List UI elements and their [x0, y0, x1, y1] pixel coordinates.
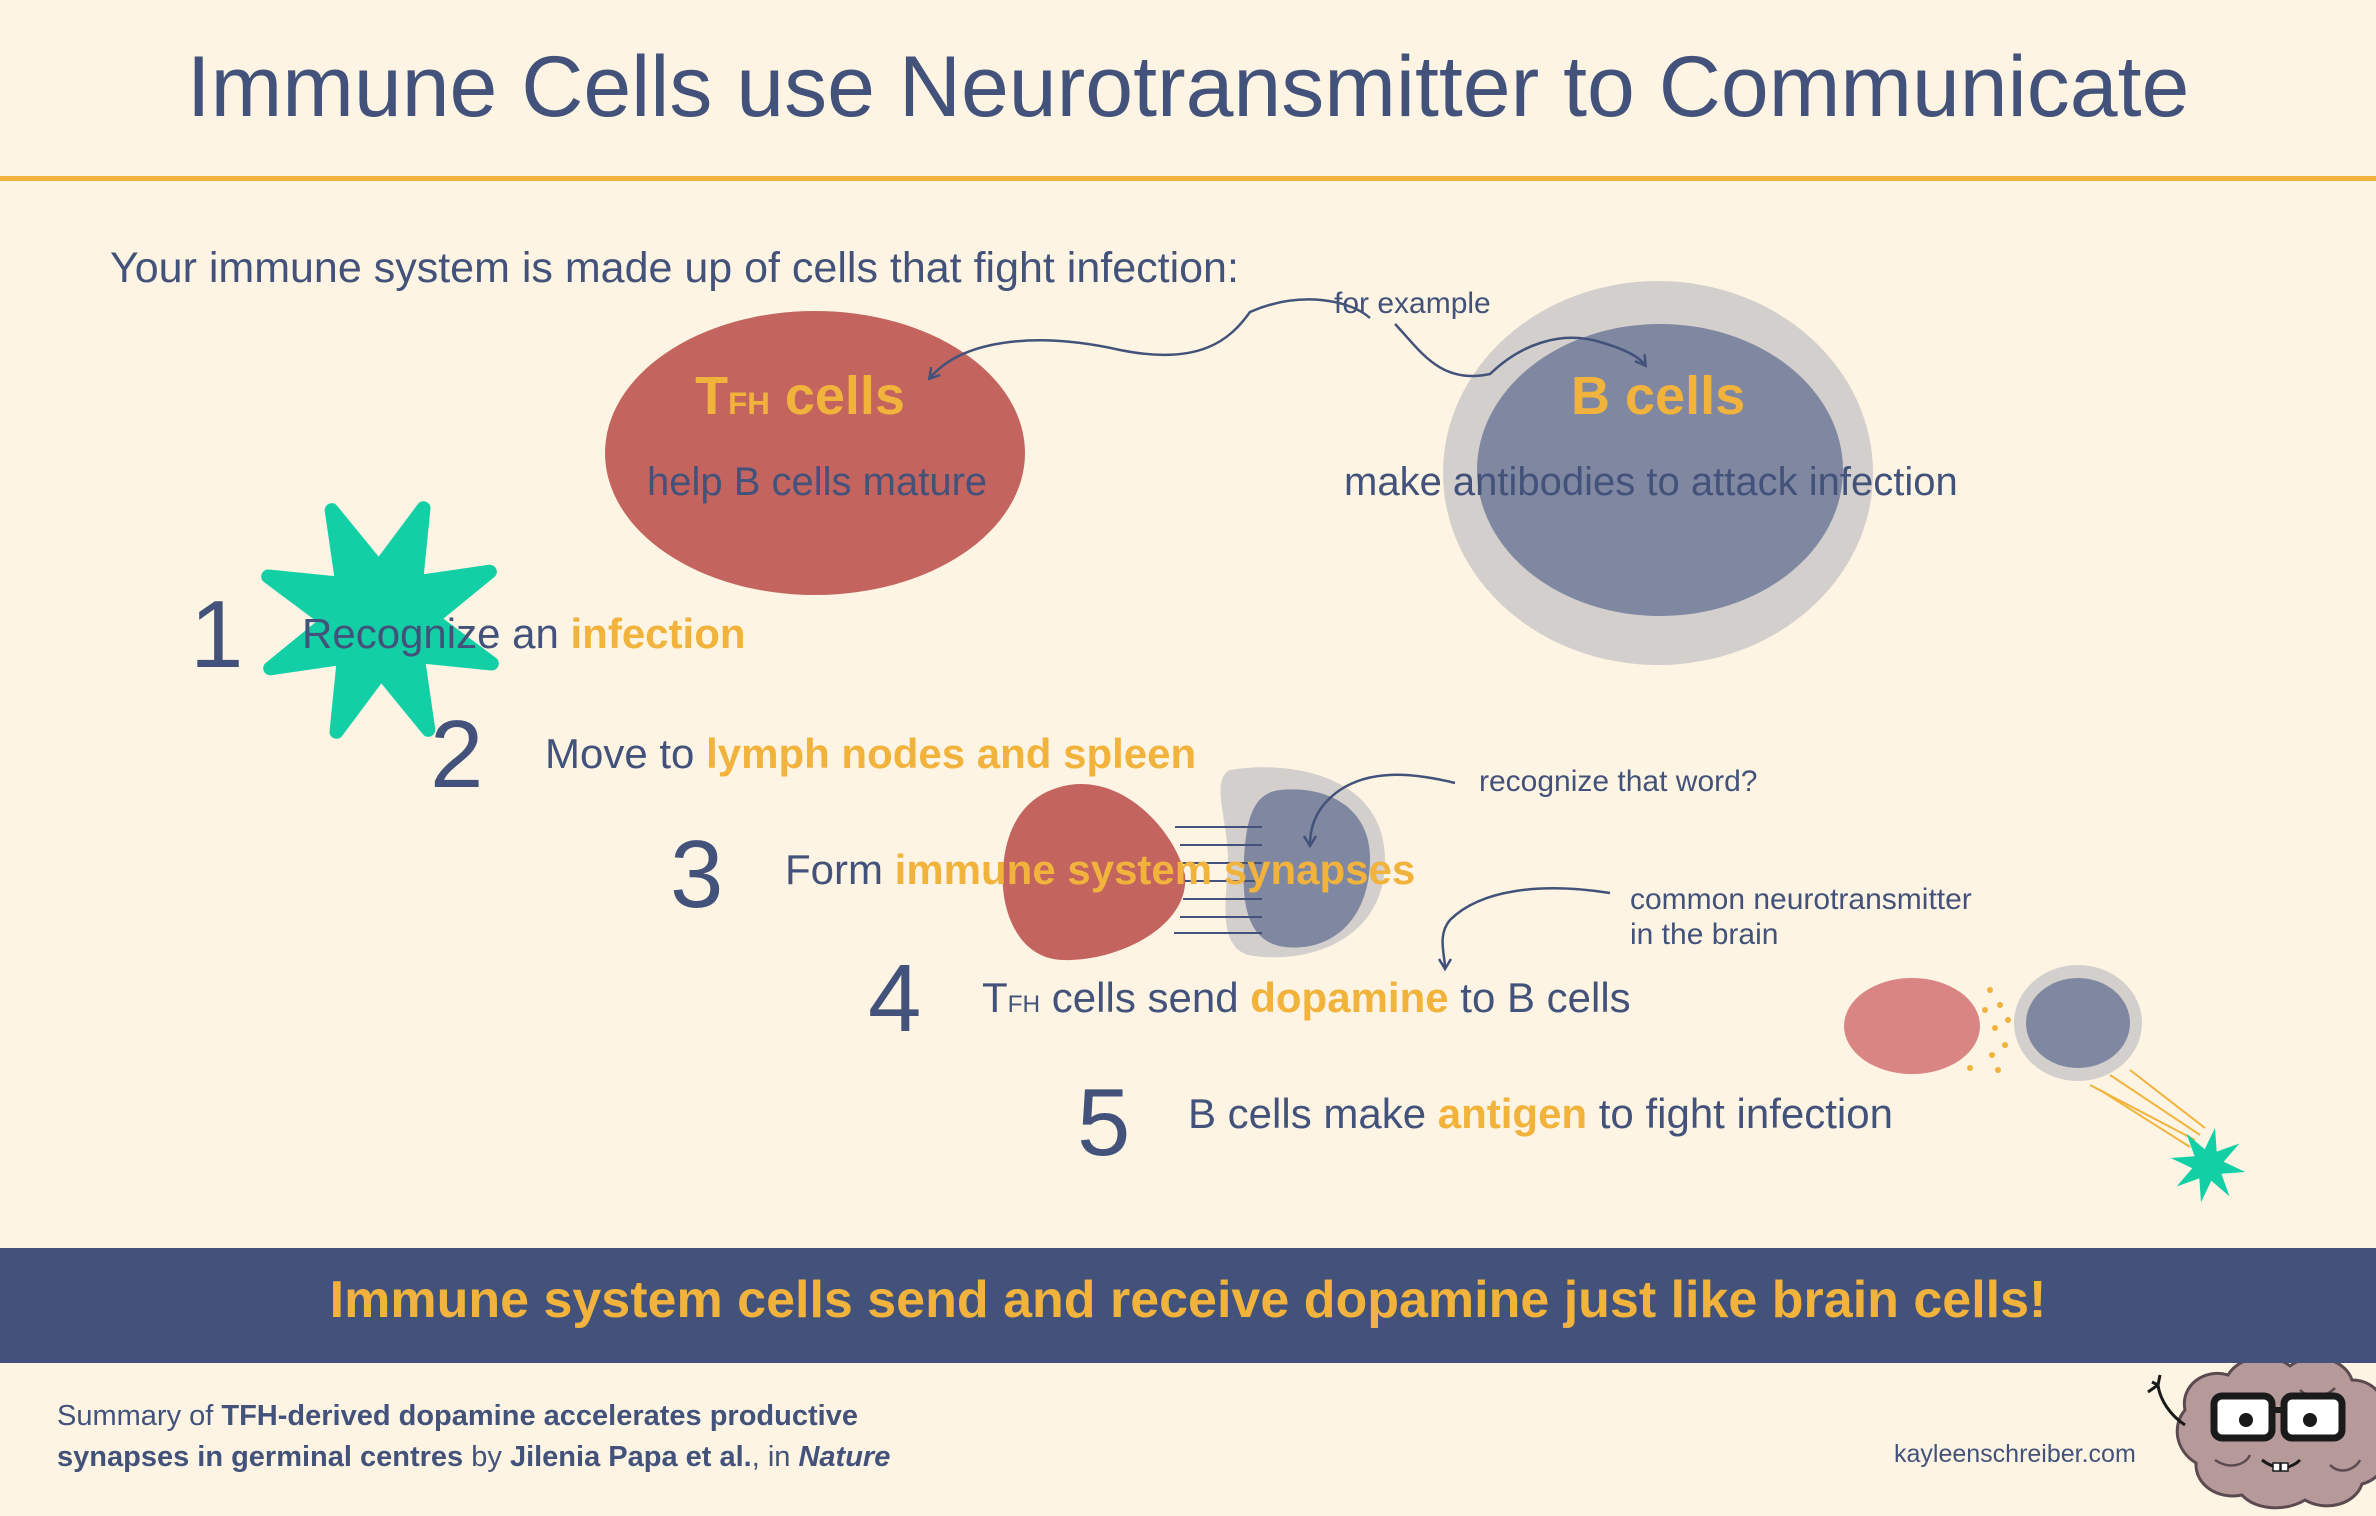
- step-1-text: Recognize an infection: [302, 610, 746, 657]
- synapse-illustration: [1002, 767, 1385, 961]
- step-2-text: Move to lymph nodes and spleen: [545, 730, 1197, 777]
- page-title: Immune Cells use Neurotransmitter to Com…: [186, 39, 2190, 135]
- step-4-number: 4: [868, 945, 922, 1052]
- annotation-neurotransmitter-line2: in the brain: [1630, 918, 1779, 951]
- arrow-to-b-cell: [1394, 323, 1645, 378]
- step-1-number: 1: [190, 581, 244, 688]
- arrow-recognize-word: [1310, 773, 1456, 845]
- summary-band: [0, 1248, 2376, 1363]
- tfh-cell-title: TFH cells: [695, 366, 905, 426]
- brain-mascot-icon: [2147, 1355, 2376, 1510]
- title-divider: [0, 176, 2376, 181]
- b-cell-title: B cells: [1571, 366, 1746, 426]
- step-5-number: 5: [1077, 1069, 1131, 1176]
- website-credit: kayleenschreiber.com: [1894, 1440, 2136, 1468]
- annotation-recognize-word: recognize that word?: [1479, 765, 1758, 798]
- step-2-number: 2: [430, 701, 484, 808]
- infection-star-icon: [261, 501, 499, 739]
- annotation-neurotransmitter-line1: common neurotransmitter: [1630, 883, 1972, 916]
- step-3-text: Form immune system synapses: [785, 846, 1416, 893]
- citation: Summary of TFH-derived dopamine accelera…: [57, 1400, 891, 1473]
- b-cell-shape: [1477, 324, 1843, 616]
- tfh-cell-description: help B cells mature: [647, 460, 988, 504]
- tfh-cell-shape: [605, 311, 1025, 595]
- intro-text: Your immune system is made up of cells t…: [110, 244, 1239, 292]
- antigen-illustration: [1844, 965, 2246, 1203]
- step-3-number: 3: [670, 821, 724, 928]
- summary-banner: Immune system cells send and receive dop…: [329, 1271, 2047, 1329]
- step-5-text: B cells make antigen to fight infection: [1188, 1090, 1893, 1137]
- step-4-text: TFH cells send dopamine to B cells: [982, 974, 1631, 1021]
- arrow-neurotransmitter: [1443, 887, 1611, 968]
- annotation-for-example: for example: [1334, 287, 1491, 320]
- b-cell-description: make antibodies to attack infection: [1344, 460, 1958, 504]
- arrow-to-tfh: [930, 298, 1371, 378]
